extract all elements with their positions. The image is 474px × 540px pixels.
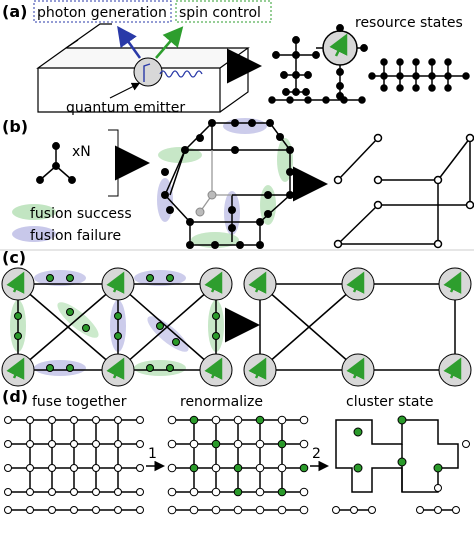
- emitter-network-result: [243, 267, 472, 387]
- panel-c-label: (c): [2, 248, 26, 267]
- cluster-state-nodes: [332, 415, 470, 514]
- step1-label: 1: [148, 446, 157, 462]
- lattice-renormalized-nodes: [167, 415, 309, 515]
- panel-b: (b) xN fusion success fusion failure: [2, 117, 474, 249]
- photon-generation-arrow: [117, 25, 142, 59]
- multiplier-label: xN: [72, 144, 91, 160]
- panel-d-label: (d): [2, 387, 28, 406]
- fused-cube: [333, 133, 474, 249]
- photon-generation-label: photon generation: [37, 5, 167, 21]
- resource-state-chain: [268, 96, 366, 104]
- step2-label: 2: [312, 446, 321, 462]
- panel-a-label: (a): [2, 2, 27, 21]
- emitter-circle: [133, 57, 163, 87]
- panel-a: (a) photon generation spin control quant…: [2, 0, 470, 116]
- photon-generation-box: [33, 0, 172, 23]
- fuse-together-label: fuse together: [32, 394, 127, 410]
- bracket: [108, 129, 119, 197]
- fusion-cube: [157, 118, 294, 249]
- resource-state-caterpillar: [368, 58, 470, 92]
- quantum-emitter-label: quantum emitter: [66, 100, 185, 116]
- emitter-spin-icon: [143, 63, 151, 82]
- panel-b-label: (b): [2, 117, 28, 136]
- spin-control-arrow: [155, 26, 184, 59]
- success-swatch: [12, 204, 56, 220]
- fusion-success-label: fusion success: [30, 206, 132, 222]
- three-star-graph: [36, 142, 76, 184]
- spin-control-label: spin control: [179, 5, 261, 21]
- panel-d: (d) fuse together renormalize cluster st…: [2, 387, 470, 515]
- resource-state-star: [316, 24, 368, 100]
- resource-states-label: resource states: [355, 15, 463, 31]
- lattice-fused-nodes: [4, 416, 144, 514]
- fusion-failure-label: fusion failure: [30, 228, 121, 244]
- cluster-state-label: cluster state: [346, 394, 434, 410]
- failure-swatch: [12, 226, 56, 242]
- renormalize-label: renormalize: [180, 394, 263, 410]
- panel-c: (c): [0, 248, 474, 387]
- resource-state-tree: [272, 36, 320, 96]
- photon-wave-icon: [159, 70, 203, 78]
- spin-control-box: [175, 0, 272, 23]
- emitter-pointer: [109, 82, 141, 99]
- emitter-network-fusions: [1, 267, 233, 387]
